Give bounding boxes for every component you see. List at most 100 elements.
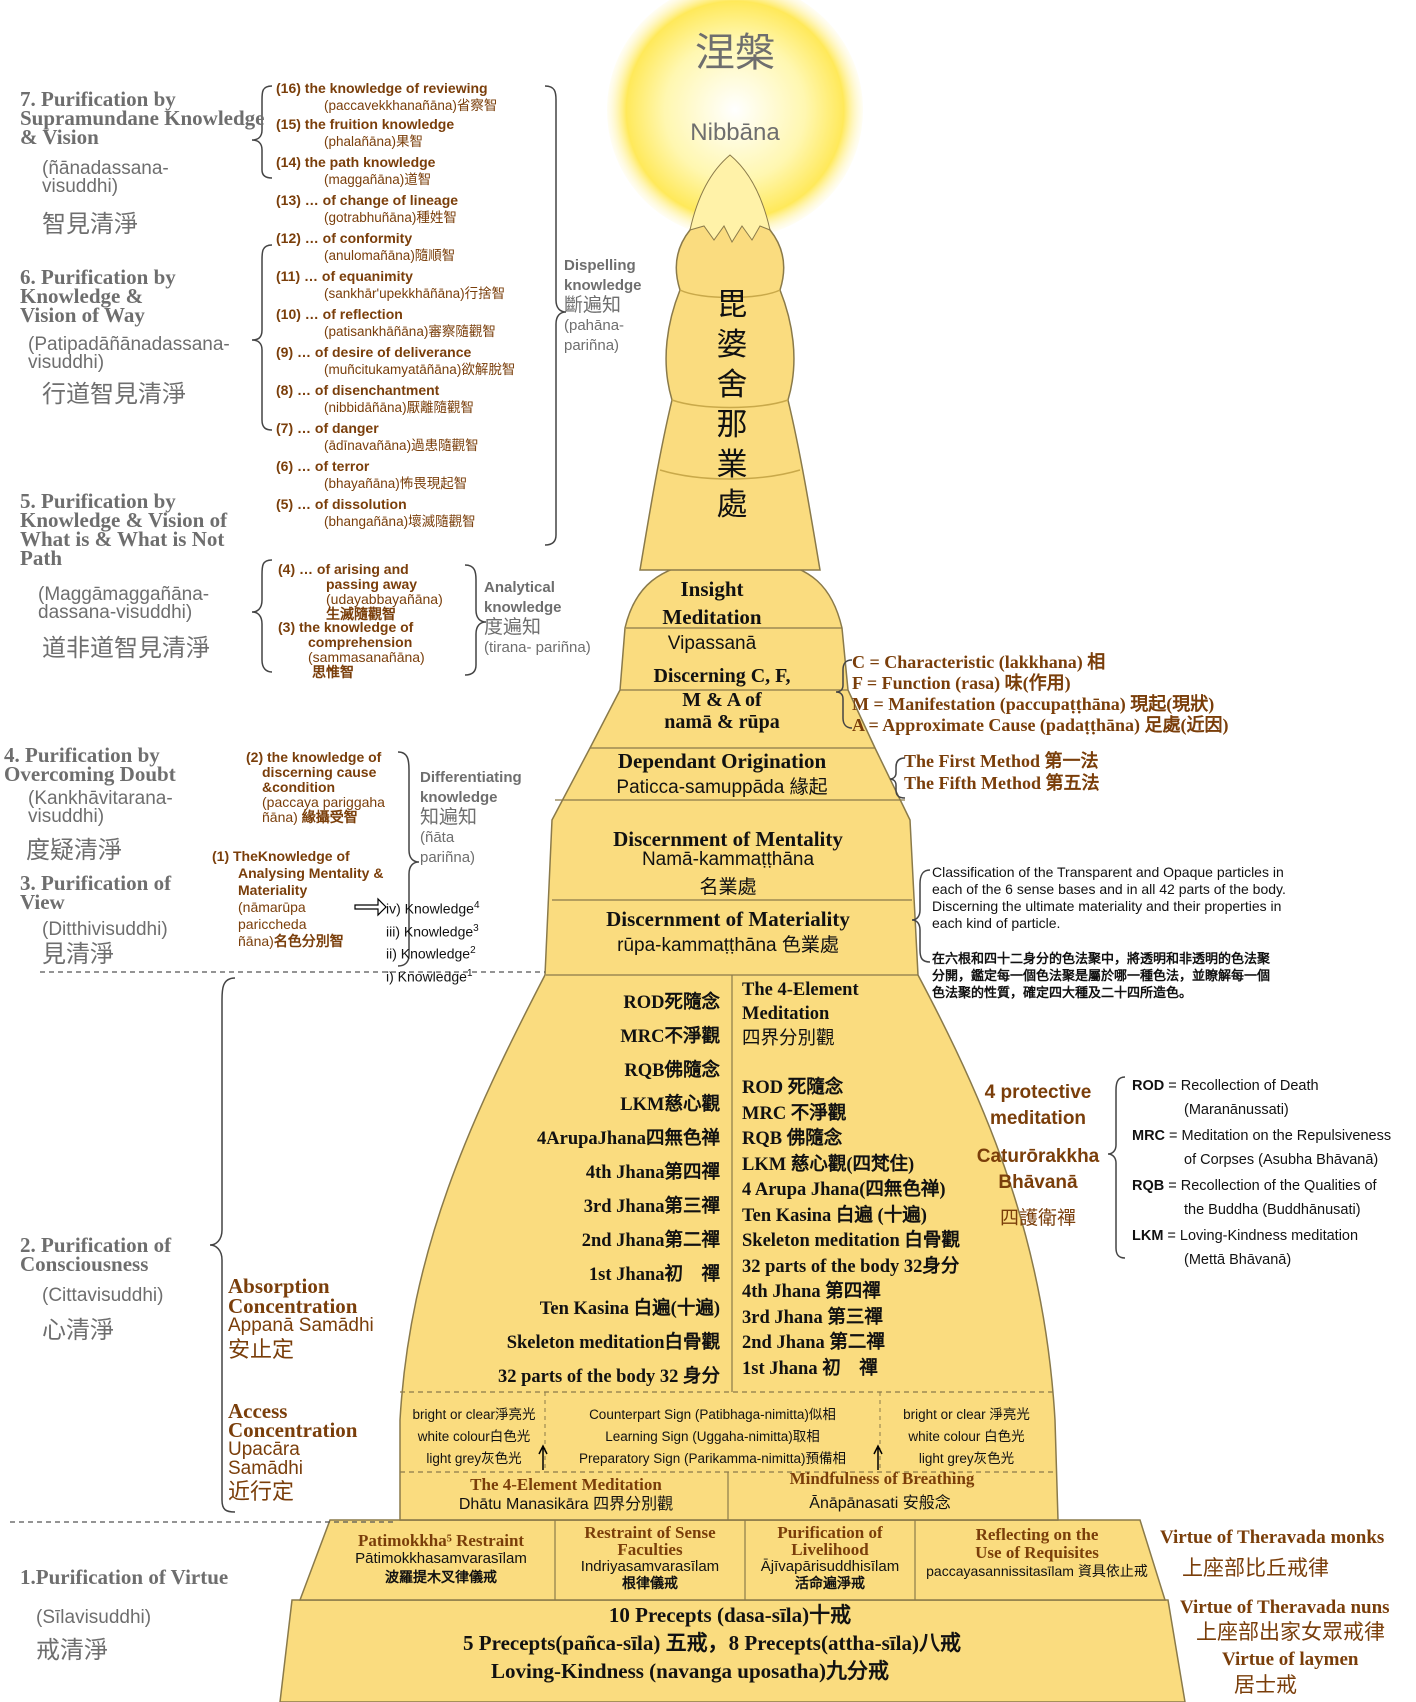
knowledge-item: (15) the fruition knowledge(phalañāna)果智 xyxy=(276,116,454,150)
purification-3-pali: (Ditthivisuddhi) xyxy=(42,919,168,940)
knowledge-pali: (paccavekkhanañāna)省察智 xyxy=(324,98,498,113)
brace-methods xyxy=(889,757,906,799)
abbreviation-entry: RQB= Recollection of the Qualities of xyxy=(1132,1174,1391,1198)
restraint-sense-faculties: Restraint of Sense Faculties Indriyasamv… xyxy=(580,1523,720,1591)
stupa-base xyxy=(279,1599,1186,1702)
sublevel-label: i) Knowledge xyxy=(386,968,467,985)
virtue-laymen-cjk: 居士戒 xyxy=(1234,1674,1297,1697)
nimitta-line: Counterpart Sign (Patibhaga-nimitta)似相 xyxy=(589,1407,836,1422)
cfma-definition: M = Manifestation (paccupaṭṭhāna) 現起(現狀) xyxy=(852,694,1215,714)
spire-char: 舍 xyxy=(716,367,748,402)
sublevel-label: ii) Knowledge xyxy=(386,945,471,962)
knowledge-sublevel: iv) Knowledge4 xyxy=(386,896,480,919)
cfma-2: M & A of xyxy=(682,689,762,711)
method-item: The Fifth Method 第五法 xyxy=(904,773,1100,793)
classification-line-cjk: 分開，鑑定每一個色法聚是屬於哪一種色法，並瞭解每一個 xyxy=(932,968,1271,983)
knowledge-item: (16) the knowledge of reviewing (paccavek… xyxy=(276,80,497,114)
sublevel-label: iii) Knowledge xyxy=(386,923,474,940)
classification-line: Discerning the ultimate materiality and … xyxy=(932,898,1282,914)
knowledge-item: (11) … of equanimity(sankhār'upekkhāñāna… xyxy=(276,268,505,302)
knowledge-pali: (anulomañāna)隨順智 xyxy=(324,248,456,263)
four-element-meditation-title: The 4-Element Meditation xyxy=(470,1475,662,1494)
knowledge-name: (6) … of terror xyxy=(276,458,370,474)
knowledge-item: (13) … of change of lineage (gotrabhuñāna… xyxy=(276,192,458,226)
abbreviation-value: = Loving-Kindness meditation xyxy=(1167,1228,1359,1244)
sublevel-number: 4 xyxy=(473,900,480,911)
purification-1-pali: (Sīlavisuddhi) xyxy=(36,1607,152,1628)
abbreviation-entry: ROD= Recollection of Death xyxy=(1132,1074,1391,1098)
nibbana-pali: Nibbāna xyxy=(690,119,780,146)
mentality-cjk: 名業處 xyxy=(699,877,757,898)
samatha-item: Ten Kasina 白遍 (十遍) xyxy=(742,1205,927,1226)
stupa-restraint-tier xyxy=(298,1519,1167,1601)
classification-cjk: 在六根和四十二身分的色法聚中，將透明和非透明的色法聚分開，鑑定每一個色法聚是屬於… xyxy=(932,950,1270,1001)
reflecting-requisites: Reflecting on the Use of Requisites pacc… xyxy=(926,1525,1148,1580)
knowledge-pali: (gotrabhuñāna)種姓智 xyxy=(324,210,457,225)
abbreviation-key: RQB xyxy=(1132,1178,1165,1194)
samatha-item: 4ArupaJhana四無色禅 xyxy=(537,1129,720,1149)
knowledge-item: (8) … of disenchantment(nibbidāñāna)厭離隨觀… xyxy=(276,382,474,416)
knowledge-sublevel: i) Knowledge1 xyxy=(386,964,480,987)
brace-protective xyxy=(1107,1076,1126,1259)
nimitta-line: bright or clear淨亮光 xyxy=(412,1407,536,1422)
knowledge-4: (4) … of arising and passing away (udaya… xyxy=(278,561,443,622)
knowledge-name: (14) the path knowledge xyxy=(276,154,436,170)
purification-7-title: 7. Purification by Supramundane Knowledg… xyxy=(20,87,265,149)
nimitta-line: light grey灰色光 xyxy=(918,1451,1015,1466)
nibbana-sun xyxy=(607,0,863,238)
knowledge-name: (13) … of change of lineage xyxy=(276,192,459,208)
abbreviation-entry: LKM= Loving-Kindness meditation xyxy=(1132,1224,1391,1248)
cfma-definition: A = Approximate Cause (padaṭṭhāna) 足處(近因… xyxy=(852,715,1229,735)
knowledge-item: (9) … of desire of deliverance(muñcituka… xyxy=(276,344,515,378)
brace-analytical xyxy=(464,564,487,676)
abbreviation-key: ROD xyxy=(1132,1078,1165,1094)
brace-2 xyxy=(209,977,236,1513)
spire-char: 那 xyxy=(716,407,748,442)
mentality-title: Discernment of Mentality xyxy=(613,827,843,851)
knowledge-name: (10) … of reflection xyxy=(276,306,403,322)
knowledge-sublevel: iii) Knowledge3 xyxy=(386,919,480,942)
purification-3-title: 3. Purification of View xyxy=(20,871,172,914)
knowledge-pali: (phalañāna)果智 xyxy=(324,134,424,149)
knowledge-pali: (maggañāna)道智 xyxy=(324,172,432,187)
classification-line-cjk: 在六根和四十二身分的色法聚中，將透明和非透明的色法聚 xyxy=(932,951,1271,966)
dep-origination-pali: Paticca-samuppāda 緣起 xyxy=(616,777,828,798)
samatha-item: 1st Jhana初 禪 xyxy=(588,1265,720,1285)
abbreviation-value: = Recollection of the Qualities of xyxy=(1168,1178,1377,1194)
samatha-item: 3rd Jhana第三禪 xyxy=(583,1197,720,1217)
differentiating-knowledge: Differentiating knowledge 知遍知 (ñāta pari… xyxy=(420,769,522,866)
knowledge-pali: (sankhār'upekkhāñāna)行捨智 xyxy=(324,286,506,301)
sublevel-number: 2 xyxy=(470,945,476,957)
brace-5 xyxy=(251,559,273,673)
spire-char: 業 xyxy=(716,447,748,482)
samatha-item: 4 Arupa Jhana(四無色禅) xyxy=(742,1180,946,1200)
abbreviation-value: = Meditation on the Repulsiveness xyxy=(1169,1128,1392,1144)
samatha-item: 32 parts of the body 32 身分 xyxy=(497,1367,720,1387)
samatha-item: 2nd Jhana第二禪 xyxy=(581,1231,720,1251)
mentality-pali: Namā-kammaṭṭhāna xyxy=(641,849,815,870)
knowledge-sublevel: ii) Knowledge2 xyxy=(386,941,480,964)
virtue-laymen: Virtue of laymen xyxy=(1222,1649,1359,1670)
sublevel-number: 3 xyxy=(473,922,479,934)
analytical-knowledge: Analytical knowledge 度遍知 (tirana- pariñn… xyxy=(484,579,591,656)
samatha-item: Skeleton meditation 白骨觀 xyxy=(742,1231,960,1251)
knowledge-item: (7) … of danger(ādīnavañāna)過患隨觀智 xyxy=(276,420,479,454)
purification-4-pali: (Kankhāvitarana-visuddhi) xyxy=(28,788,173,827)
knowledge-item: (12) … of conformity(anulomañāna)隨順智 xyxy=(276,230,455,264)
samatha-item: 1st Jhana 初 禪 xyxy=(742,1358,878,1379)
knowledge-name: (16) the knowledge of reviewing xyxy=(276,80,488,96)
purification-1-cjk: 戒清淨 xyxy=(36,1637,108,1664)
materiality-pali: rūpa-kammaṭṭhāna 色業處 xyxy=(617,935,839,956)
precepts-10: 10 Precepts (dasa-sīla)十戒 xyxy=(608,1603,852,1627)
nimitta-line: light grey灰色光 xyxy=(426,1451,522,1466)
purification-6-cjk: 行道智見清淨 xyxy=(42,381,186,408)
purification-6-title: 6. Purification by Knowledge & Vision of… xyxy=(20,265,176,327)
knowledge-name: (9) … of desire of deliverance xyxy=(276,344,472,360)
purification-2-title: 2. Purification of Consciousness xyxy=(20,1233,172,1276)
abbreviation-value-2: (Mettā Bhāvanā) xyxy=(1184,1252,1292,1268)
method-item: The First Method 第一法 xyxy=(904,751,1099,771)
